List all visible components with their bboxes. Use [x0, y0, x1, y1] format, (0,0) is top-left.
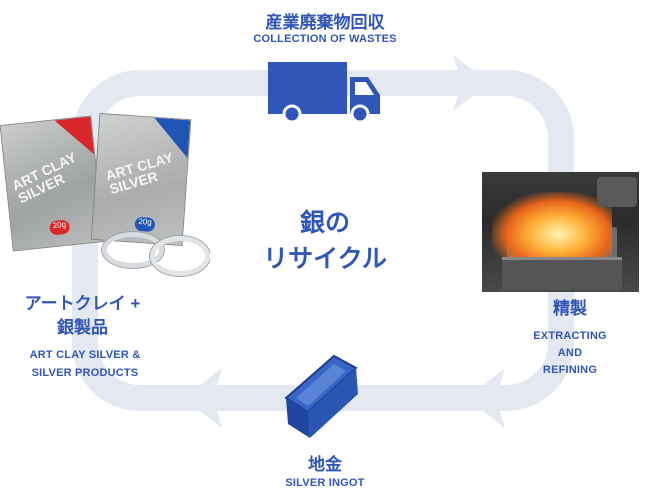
center-title-line2: リサイクル: [263, 245, 387, 273]
left-label-jp-line2: 銀製品: [57, 318, 108, 337]
right-label-en-line2: AND: [557, 347, 583, 359]
right-label-en: EXTRACTING AND REFINING: [510, 328, 630, 379]
bottom-label-en: SILVER INGOT: [285, 477, 365, 489]
package-blue: ART CLAY SILVER 20g: [90, 112, 192, 247]
right-label-en-line1: EXTRACTING: [533, 330, 607, 342]
bottom-label-jp: 地金: [308, 455, 342, 474]
package-text: ART CLAY SILVER: [103, 149, 175, 198]
left-label-jp-line1: アートクレイ +: [24, 294, 141, 313]
art-clay-silver-packages: ART CLAY SILVER 20g ART CLAY SILVER 20g: [0, 110, 210, 285]
package-red: ART CLAY SILVER 20g: [0, 115, 105, 252]
package-weight: 20g: [134, 216, 156, 233]
left-label-en-line2: SILVER PRODUCTS: [31, 367, 139, 379]
center-title: 銀の リサイクル: [225, 205, 425, 277]
arrow-left-icon: [467, 368, 505, 428]
arrow-right-icon: [453, 55, 490, 111]
refining-photo: [482, 172, 639, 292]
arrow-left-icon: [184, 368, 222, 428]
center-title-line1: 銀の: [299, 209, 350, 237]
top-label-jp: 産業廃棄物回収: [265, 13, 385, 32]
right-label-en-line3: REFINING: [542, 364, 598, 376]
right-label-jp: 精製: [553, 299, 587, 318]
silver-ring: [150, 236, 210, 276]
left-label-jp: アートクレイ + 銀製品: [10, 292, 155, 340]
top-label-en: COLLECTION OF WASTES: [253, 33, 397, 45]
package-weight: 20g: [48, 219, 71, 236]
left-label-en: ART CLAY SILVER & SILVER PRODUCTS: [0, 346, 170, 382]
left-label-en-line1: ART CLAY SILVER &: [29, 349, 141, 361]
package-text: ART CLAY SILVER: [9, 148, 79, 207]
